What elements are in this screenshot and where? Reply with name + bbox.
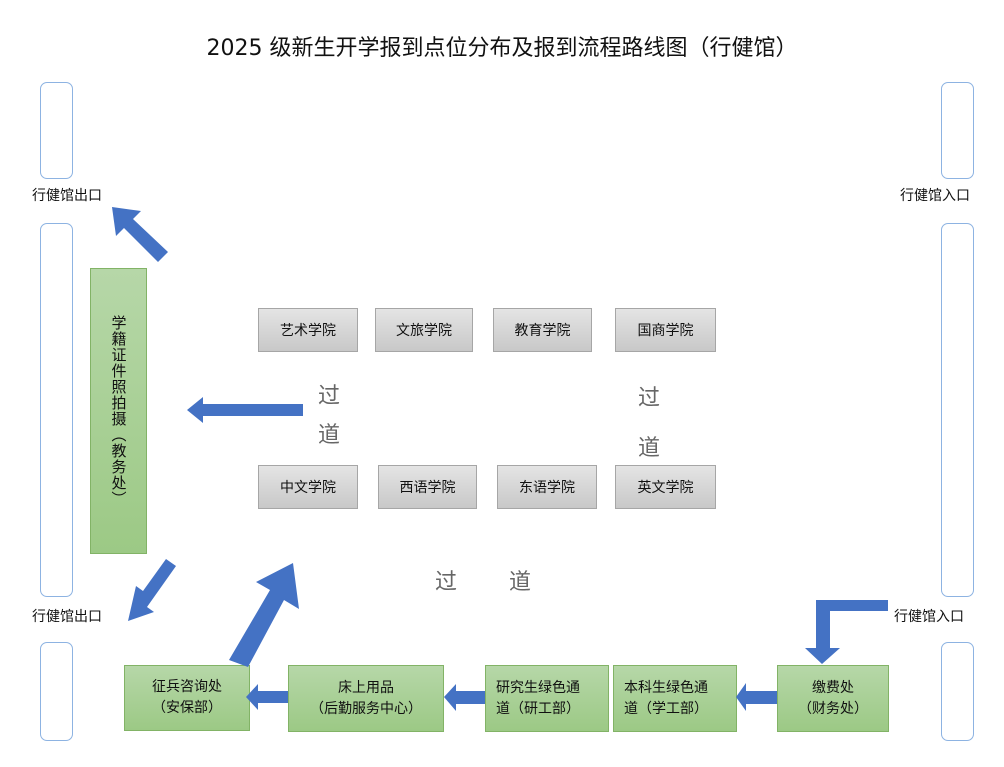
- college-box: 东语学院: [497, 465, 597, 509]
- flow-step-bedding: 床上用品 （后勤服务中心）: [288, 665, 444, 732]
- aisle-text: 道: [509, 570, 532, 595]
- step-line1: 缴费处: [812, 679, 854, 696]
- flow-step-undergrad-channel: 本科生绿色通道（学工部）: [613, 665, 737, 732]
- entry-label-bottom: 行健馆入口: [894, 609, 964, 625]
- aisle-text: 道: [638, 436, 661, 461]
- flow-step-graduate-channel: 研究生绿色通道（研工部）: [485, 665, 609, 732]
- step-line1: 研究生绿色通: [496, 679, 580, 696]
- step-line1: 征兵咨询处: [152, 679, 222, 695]
- step-line2: 道（研工部）: [496, 700, 580, 717]
- photo-station-label: 学籍证件照拍摄（教务处）: [109, 315, 128, 507]
- arrow-left-icon: [736, 683, 777, 711]
- exit-label-top: 行健馆出口: [32, 188, 102, 204]
- pillar: [40, 82, 73, 179]
- step-line1: 床上用品: [338, 679, 394, 696]
- exit-label-bottom: 行健馆出口: [32, 609, 102, 625]
- arrow-down-left-icon: [128, 559, 176, 621]
- college-box: 艺术学院: [258, 308, 358, 352]
- arrow-left-icon: [246, 684, 288, 710]
- pillar: [941, 82, 974, 179]
- pillar: [40, 223, 73, 597]
- college-box: 国商学院: [615, 308, 716, 352]
- pillar: [40, 642, 73, 741]
- entry-label-top: 行健馆入口: [900, 188, 970, 204]
- college-box: 西语学院: [378, 465, 477, 509]
- pillar: [941, 642, 974, 741]
- aisle-text: 过: [318, 384, 341, 409]
- arrow-up-right-icon: [229, 563, 299, 667]
- aisle-text: 道: [318, 423, 341, 448]
- college-box: 文旅学院: [375, 308, 473, 352]
- arrow-left-icon: [187, 397, 303, 423]
- aisle-text: 过: [638, 386, 661, 411]
- step-line2: （安保部）: [152, 700, 222, 716]
- arrow-up-left-icon: [112, 207, 168, 262]
- page-title: 2025 级新生开学报到点位分布及报到流程路线图（行健馆）: [206, 36, 798, 61]
- step-line1: 本科生绿色通: [624, 679, 708, 696]
- photo-station: 学籍证件照拍摄（教务处）: [90, 268, 147, 554]
- college-box: 教育学院: [493, 308, 592, 352]
- step-line2: 道（学工部）: [624, 700, 708, 717]
- college-box: 中文学院: [258, 465, 358, 509]
- pillar: [941, 223, 974, 597]
- arrow-left-icon: [444, 684, 485, 711]
- step-line2: （后勤服务中心）: [310, 700, 422, 717]
- aisle-text: 过: [435, 570, 458, 595]
- arrow-down-icon: [805, 600, 888, 664]
- college-box: 英文学院: [615, 465, 716, 509]
- step-line2: （财务处）: [798, 700, 868, 717]
- flow-step-payment: 缴费处 （财务处）: [777, 665, 889, 732]
